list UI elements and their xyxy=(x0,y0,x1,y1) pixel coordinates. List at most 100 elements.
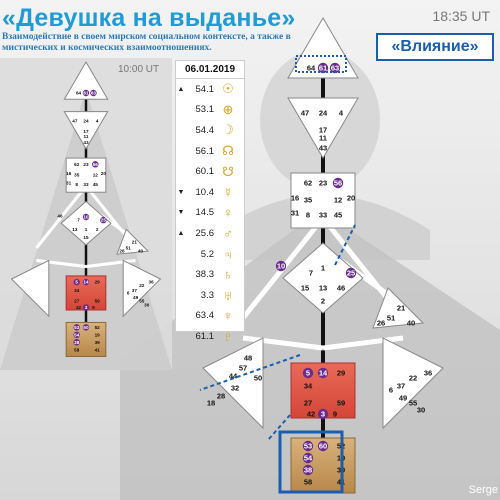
planet-gate: 56.1 xyxy=(195,145,215,157)
gate-number: 47 xyxy=(301,109,309,118)
planet-row: ▲54.1☉ xyxy=(176,79,244,100)
gate-number: 5 xyxy=(306,369,310,378)
gate-number: 56 xyxy=(93,162,99,167)
gate-number: 51 xyxy=(126,246,132,251)
gate-number: 34 xyxy=(74,288,80,293)
activated-gate-marker xyxy=(82,278,90,286)
gate-number: 11 xyxy=(84,134,89,139)
activated-gate-marker xyxy=(302,367,314,379)
moon-icon: ☽ xyxy=(222,122,234,138)
gate-number: 64 xyxy=(76,91,82,96)
gate-number: 10 xyxy=(83,215,89,220)
activated-gate-marker xyxy=(317,367,329,379)
direction-icon: ▲ xyxy=(177,229,185,237)
gate-number: 40 xyxy=(407,319,415,328)
gate-number: 1 xyxy=(85,227,88,232)
gate-number: 57 xyxy=(239,364,247,373)
gate-number: 17 xyxy=(83,129,89,134)
gate-number: 49 xyxy=(399,394,407,403)
gate-number: 41 xyxy=(95,347,101,352)
planet-gate: 14.5 xyxy=(195,207,215,219)
gate-number: 27 xyxy=(74,298,80,303)
gate-number: 43 xyxy=(83,140,89,145)
gate-number: 9 xyxy=(92,305,95,310)
gate-number: 15 xyxy=(301,284,309,293)
gate-number: 28 xyxy=(217,392,225,401)
gate-number: 55 xyxy=(409,399,417,408)
gate-number: 23 xyxy=(319,179,327,188)
gate-number: 29 xyxy=(337,369,345,378)
planet-row: 38.3♄ xyxy=(176,264,244,285)
gate-number: 35 xyxy=(304,196,312,205)
gate-number: 26 xyxy=(377,319,385,328)
mars-icon: ♂ xyxy=(223,225,233,241)
gate-number: 63 xyxy=(331,64,339,73)
throat-center xyxy=(65,157,107,193)
gate-number: 7 xyxy=(77,218,80,223)
planet-date: 06.01.2019 xyxy=(176,61,244,79)
gate-number: 34 xyxy=(304,382,313,391)
activated-gate-marker xyxy=(345,267,357,279)
planet-row: 5.2♃ xyxy=(176,244,244,265)
activated-gate-marker xyxy=(317,62,329,74)
activated-gate-marker xyxy=(317,408,329,420)
gate-number: 9 xyxy=(333,410,337,419)
gate-number: 53 xyxy=(74,325,80,330)
gate-number: 59 xyxy=(337,399,345,408)
main-time: 18:35 UT xyxy=(432,8,490,24)
page-subtitle: Взаимодействие в своем мирском социально… xyxy=(2,32,291,53)
gate-number: 14 xyxy=(83,280,89,285)
jupiter-icon: ♃ xyxy=(223,246,233,262)
gate-number: 46 xyxy=(57,213,63,218)
influence-badge: «Влияние» xyxy=(376,33,494,61)
gate-number: 29 xyxy=(95,280,101,285)
gate-number: 58 xyxy=(74,347,80,352)
ajna-center xyxy=(287,97,359,159)
gate-number: 64 xyxy=(307,64,316,73)
activated-gate-marker xyxy=(73,324,80,331)
activated-gate-marker xyxy=(90,89,97,97)
root-highlight-box xyxy=(278,430,344,494)
channel-line xyxy=(35,185,88,249)
gate-number: 5 xyxy=(75,280,78,285)
gate-number: 32 xyxy=(231,384,239,393)
spleen-center xyxy=(10,259,50,318)
gate-number: 2 xyxy=(321,297,325,306)
gate-number: 3 xyxy=(85,305,88,310)
gate-number: 20 xyxy=(347,194,355,203)
gate-number: 10 xyxy=(277,262,285,271)
gate-number: 8 xyxy=(75,182,78,187)
gate-number: 59 xyxy=(95,298,101,303)
gate-number: 13 xyxy=(319,284,327,293)
gate-number: 31 xyxy=(66,181,72,186)
gate-number: 22 xyxy=(139,283,145,288)
gate-number: 17 xyxy=(319,126,327,135)
activated-gate-marker xyxy=(73,331,80,339)
gate-number: 15 xyxy=(83,235,89,240)
planet-row: 54.4☽ xyxy=(176,120,244,141)
south-node-icon: ☋ xyxy=(222,163,234,179)
gate-number: 46 xyxy=(337,284,345,293)
planet-gate: 38.3 xyxy=(195,269,215,281)
head-center xyxy=(63,61,109,100)
gate-number: 33 xyxy=(319,211,327,220)
activated-gate-marker xyxy=(302,452,314,464)
channel-line xyxy=(242,335,324,351)
activated-gate-marker xyxy=(302,440,314,452)
gate-number: 60 xyxy=(319,442,327,451)
planet-list: 06.01.2019 ▲54.1☉53.1⊕54.4☽56.1☊60.1☋▼10… xyxy=(175,60,245,344)
influence-arrow-root xyxy=(267,414,291,441)
gate-number: 44 xyxy=(229,372,238,381)
gate-number: 25 xyxy=(347,269,355,278)
gate-number: 40 xyxy=(138,249,144,254)
gate-number: 24 xyxy=(319,109,328,118)
activated-gate-marker xyxy=(92,161,99,168)
planet-row: ▼14.5♀ xyxy=(176,203,244,224)
gate-number: 25 xyxy=(101,218,107,223)
ego-center xyxy=(372,287,425,329)
gate-number: 4 xyxy=(339,109,344,118)
spleen-center xyxy=(202,337,264,430)
head-center xyxy=(287,17,359,79)
gate-number: 23 xyxy=(83,162,89,167)
